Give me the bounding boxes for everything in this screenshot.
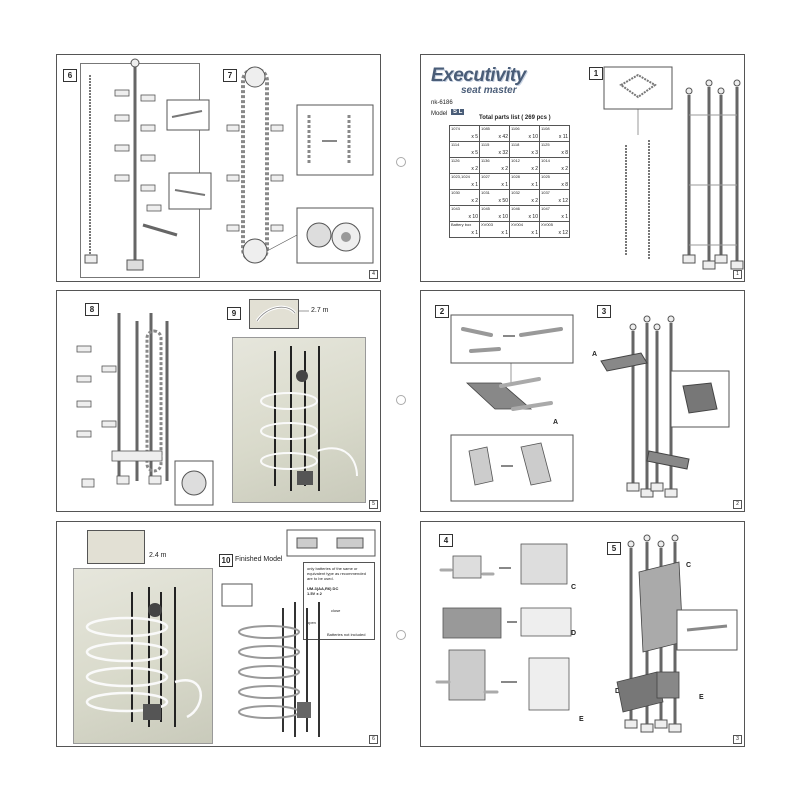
battery-spec: UM-3(AA,R6) DC 1.5V x 2 — [307, 586, 339, 596]
page-number: 3 — [733, 735, 742, 744]
step-1-illustration — [603, 66, 744, 270]
page-number: 5 — [369, 500, 378, 509]
page-number: 2 — [733, 500, 742, 509]
manual-page-2: 2 3 A A B 2 — [420, 290, 745, 512]
battery-warning: only batteries of the same or equivalent… — [307, 566, 366, 581]
part-label-c: C — [571, 584, 577, 591]
manual-page-4: 6 7 — [56, 54, 381, 282]
tube-callout — [249, 299, 299, 329]
step-number: 8 — [85, 303, 99, 316]
tube-length-label: 2.4 m — [149, 552, 167, 559]
finished-model-illustration — [85, 529, 376, 737]
part-label-e: E — [699, 694, 704, 701]
finished-model-title: Finished Model — [235, 556, 283, 563]
step-number: 9 — [227, 307, 241, 320]
step-6-7-illustration — [84, 58, 374, 271]
step-number: 1 — [589, 67, 603, 80]
brand-logo: Executivity — [431, 65, 526, 86]
batteries-not-included: Batteries not included — [327, 632, 366, 637]
fold-mark-bottom — [396, 630, 406, 640]
step-2-3-illustration — [450, 314, 730, 502]
manual-page-6: 2.4 m 10 Finished Model only batteries o… — [56, 521, 381, 747]
step-number: 4 — [439, 534, 453, 547]
battery-instructions-box — [303, 562, 375, 640]
parts-list-title: Total parts list ( 269 pcs ) — [479, 115, 551, 121]
page-number: 1 — [733, 270, 742, 279]
tube-length-label: 2.7 m — [311, 307, 329, 314]
part-label-d: D — [615, 688, 621, 695]
model-size-badge: S L — [451, 109, 465, 115]
part-label-a: A — [592, 351, 598, 358]
model-code: nk-6186 — [431, 100, 453, 106]
manual-page-5: 8 9 2.7 m — [56, 290, 381, 512]
battery-open-label: open — [307, 620, 316, 625]
manual-page-3: 4 5 C D E C D E — [420, 521, 745, 747]
step-number: 3 — [597, 305, 611, 318]
part-label-c: C — [686, 562, 692, 569]
part-label-d: D — [571, 630, 577, 637]
step-number: 7 — [223, 69, 237, 82]
manual-page-1: Executivity seat master nk-6186 Model S … — [420, 54, 745, 282]
part-label-e: E — [579, 716, 584, 723]
model-label: Model — [431, 111, 448, 117]
page-number: 4 — [369, 270, 378, 279]
tube-callout — [87, 530, 145, 564]
step-number: 10 — [219, 554, 233, 567]
step-8-9-illustration — [76, 305, 358, 506]
brand-logo-subtitle: seat master — [461, 85, 517, 96]
step-number: 2 — [435, 305, 449, 318]
battery-close-label: close — [331, 608, 341, 613]
step-number: 6 — [63, 69, 77, 82]
step-number: 5 — [607, 542, 621, 555]
step-4-5-illustration — [435, 534, 738, 733]
fold-mark-middle — [396, 395, 406, 405]
fold-mark-top — [396, 157, 406, 167]
page-number: 6 — [369, 735, 378, 744]
step-6-frame — [80, 63, 200, 278]
part-label-a: A — [553, 419, 559, 426]
